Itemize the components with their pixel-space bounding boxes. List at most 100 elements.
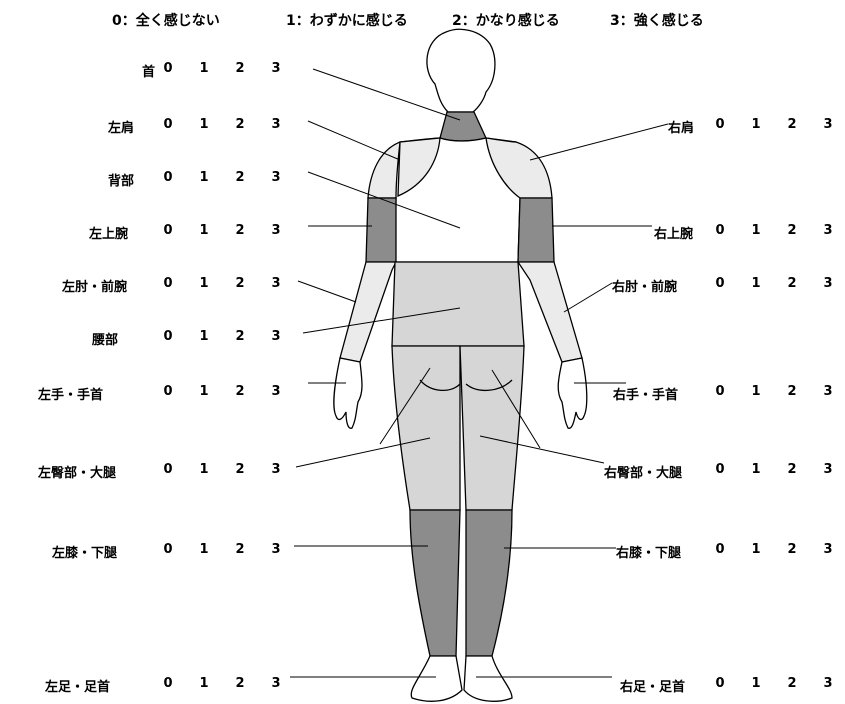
left-region-label: 腰部	[92, 333, 119, 348]
score-option-1[interactable]: 1	[751, 117, 761, 132]
left-hand	[333, 357, 363, 429]
left-region-label: 左手・手首	[38, 388, 104, 403]
score-option-3[interactable]: 3	[271, 462, 281, 477]
score-option-3[interactable]: 3	[823, 223, 833, 238]
score-option-2[interactable]: 2	[235, 329, 245, 344]
legend-item-3: 3：強く感じる	[610, 13, 704, 29]
right-hand	[557, 357, 588, 429]
score-option-0[interactable]: 0	[715, 462, 725, 477]
score-option-2[interactable]: 2	[235, 542, 245, 557]
score-option-3[interactable]: 3	[823, 542, 833, 557]
score-option-2[interactable]: 2	[787, 117, 797, 132]
left-region-label: 左上腕	[89, 227, 129, 242]
score-option-1[interactable]: 1	[199, 61, 209, 76]
score-option-0[interactable]: 0	[715, 223, 725, 238]
score-option-2[interactable]: 2	[787, 676, 797, 691]
score-option-0[interactable]: 0	[163, 384, 173, 399]
score-option-3[interactable]: 3	[271, 170, 281, 185]
score-option-0[interactable]: 0	[163, 329, 173, 344]
score-option-3[interactable]: 3	[823, 462, 833, 477]
neck	[439, 111, 487, 142]
score-option-3[interactable]: 3	[823, 676, 833, 691]
score-option-0[interactable]: 0	[715, 276, 725, 291]
score-option-2[interactable]: 2	[787, 276, 797, 291]
score-option-0[interactable]: 0	[163, 117, 173, 132]
right-shin	[465, 509, 513, 657]
right-region-label: 右肘・前腕	[612, 280, 678, 295]
score-option-0[interactable]: 0	[163, 462, 173, 477]
left-region-label: 左足・足首	[45, 680, 111, 695]
score-option-1[interactable]: 1	[199, 170, 209, 185]
score-option-3[interactable]: 3	[271, 676, 281, 691]
score-option-0[interactable]: 0	[163, 676, 173, 691]
right-region-label: 右手・手首	[613, 388, 679, 403]
score-option-1[interactable]: 1	[199, 384, 209, 399]
score-option-3[interactable]: 3	[823, 384, 833, 399]
head	[426, 28, 496, 113]
score-option-3[interactable]: 3	[271, 223, 281, 238]
left-forearm	[339, 261, 398, 363]
score-option-3[interactable]: 3	[271, 329, 281, 344]
right-region-label: 右肩	[668, 121, 695, 136]
score-option-2[interactable]: 2	[235, 223, 245, 238]
legend-item-2: 2：かなり感じる	[452, 13, 560, 29]
score-option-2[interactable]: 2	[235, 384, 245, 399]
score-option-1[interactable]: 1	[751, 676, 761, 691]
score-option-2[interactable]: 2	[787, 542, 797, 557]
score-option-2[interactable]: 2	[235, 676, 245, 691]
score-option-0[interactable]: 0	[163, 276, 173, 291]
left-shin	[409, 509, 461, 657]
left-region-label: 背部	[108, 174, 135, 189]
legend-item-0: 0：全く感じない	[112, 13, 220, 29]
score-option-1[interactable]: 1	[199, 223, 209, 238]
legend-item-1: 1：わずかに感じる	[286, 13, 408, 29]
score-option-3[interactable]: 3	[271, 542, 281, 557]
score-option-3[interactable]: 3	[823, 117, 833, 132]
left-region-label: 首	[142, 65, 156, 80]
score-option-0[interactable]: 0	[715, 542, 725, 557]
score-option-1[interactable]: 1	[199, 276, 209, 291]
score-option-1[interactable]: 1	[199, 676, 209, 691]
score-option-2[interactable]: 2	[787, 223, 797, 238]
score-option-1[interactable]: 1	[199, 462, 209, 477]
score-option-2[interactable]: 2	[787, 384, 797, 399]
score-option-2[interactable]: 2	[787, 462, 797, 477]
score-option-3[interactable]: 3	[823, 276, 833, 291]
score-option-0[interactable]: 0	[163, 61, 173, 76]
score-option-0[interactable]: 0	[715, 117, 725, 132]
score-option-1[interactable]: 1	[751, 384, 761, 399]
right-forearm	[516, 261, 583, 363]
right-region-label: 右臀部・大腿	[604, 466, 683, 481]
score-option-1[interactable]: 1	[199, 542, 209, 557]
score-option-3[interactable]: 3	[271, 276, 281, 291]
score-option-3[interactable]: 3	[271, 384, 281, 399]
left-region-label: 左膝・下腿	[52, 546, 118, 561]
score-option-2[interactable]: 2	[235, 117, 245, 132]
score-option-1[interactable]: 1	[199, 117, 209, 132]
score-option-3[interactable]: 3	[271, 117, 281, 132]
score-option-2[interactable]: 2	[235, 276, 245, 291]
score-option-0[interactable]: 0	[163, 542, 173, 557]
score-option-1[interactable]: 1	[751, 542, 761, 557]
score-option-3[interactable]: 3	[271, 61, 281, 76]
left-upper-arm	[365, 197, 397, 263]
score-option-1[interactable]: 1	[751, 462, 761, 477]
score-option-0[interactable]: 0	[163, 170, 173, 185]
right-shoulder	[485, 137, 553, 199]
right-region-label: 右足・足首	[620, 680, 686, 695]
right-upper-arm	[517, 197, 555, 263]
score-option-0[interactable]: 0	[163, 223, 173, 238]
score-option-0[interactable]: 0	[715, 384, 725, 399]
score-option-1[interactable]: 1	[199, 329, 209, 344]
right-foot	[463, 655, 513, 702]
score-option-0[interactable]: 0	[715, 676, 725, 691]
left-region-label: 左肘・前腕	[62, 280, 128, 295]
left-region-label: 左肩	[108, 121, 135, 136]
score-option-1[interactable]: 1	[751, 223, 761, 238]
score-option-2[interactable]: 2	[235, 170, 245, 185]
score-option-2[interactable]: 2	[235, 462, 245, 477]
score-option-1[interactable]: 1	[751, 276, 761, 291]
lower-back	[391, 261, 525, 347]
score-option-2[interactable]: 2	[235, 61, 245, 76]
